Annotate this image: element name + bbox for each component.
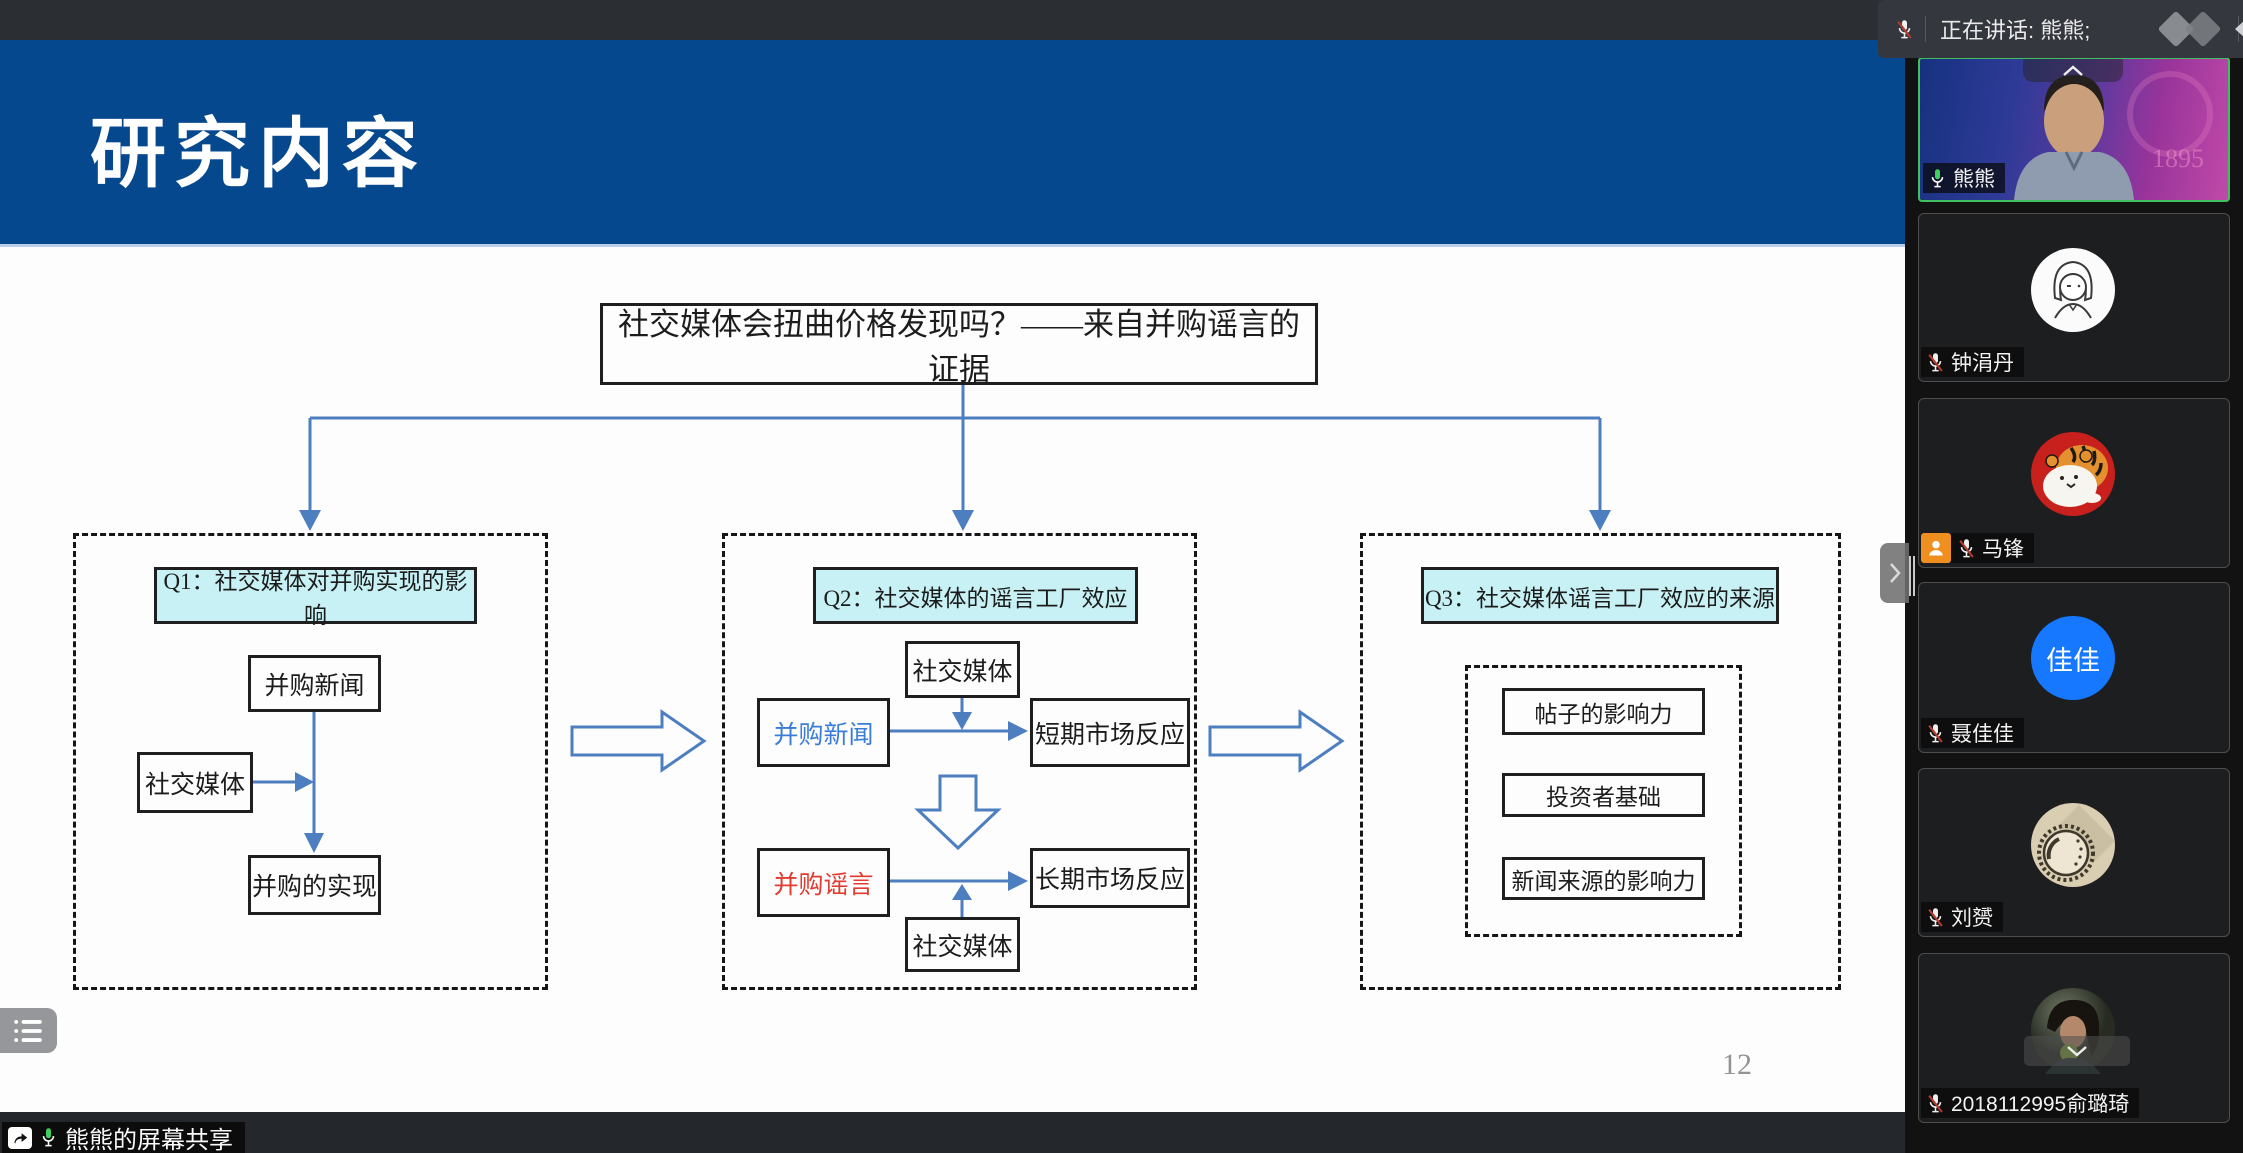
collapse-videos-button[interactable] [2023,59,2123,82]
chevron-up-icon [2063,64,2083,76]
mic-muted-icon [1927,351,1944,374]
participant-name: 马锋 [1982,538,2024,561]
sidebar-scrollbar[interactable] [1909,556,1917,596]
q3-inner-group-box [1465,665,1742,937]
flowchart-main-question-box: 社交媒体会扭曲价格发现吗？——来自并购谣言的证据 [600,303,1318,387]
q1-header-box: Q1：社交媒体对并购实现的影响 [154,567,477,628]
q2-social-top-box: 社交媒体 [905,641,1020,698]
shared-screen-top-strip [0,0,1905,40]
q2-long-term-box: 长期市场反应 [1030,848,1190,908]
participant-tile-niejiajia[interactable]: 佳佳 聂佳佳 [1918,582,2230,753]
mic-muted-icon [1927,1092,1944,1115]
q2-social-bottom-box: 社交媒体 [905,917,1020,972]
speaker-video-frame: 1895 [2014,71,2213,200]
mic-muted-icon [1927,722,1944,745]
q1-social-box: 社交媒体 [137,752,253,813]
profile-badge-icon [1921,533,1951,563]
slide-body: 社交媒体会扭曲价格发现吗？——来自并购谣言的证据 Q1：社交媒体对并购实现的影响… [0,247,1905,1112]
q3-post-influence-box: 帖子的影响力 [1502,688,1705,735]
bottom-bar: 熊熊的屏幕共享 [0,1112,1905,1153]
mic-on-icon [1929,167,1946,190]
participant-tile-mafeng[interactable]: 马锋 [1918,398,2230,568]
participant-tile-yuluqi[interactable]: 2018112995俞璐琦 [1918,953,2230,1123]
participant-name: 钟涓丹 [1951,352,2014,375]
avatar-tiger [2031,432,2115,516]
participant-name-label: 聂佳佳 [1921,718,2024,748]
avatar-initials: 佳佳 [2031,616,2115,700]
participant-name-label: 钟涓丹 [1921,347,2024,377]
participant-tile-zhongjuandan[interactable]: 钟涓丹 [1918,213,2230,382]
participant-name-label: 2018112995俞璐琦 [1921,1088,2140,1118]
q1-news-box: 并购新闻 [248,655,381,712]
participant-name-label: 熊熊 [1923,163,2005,193]
mic-on-icon [40,1126,57,1149]
share-arrow-icon [8,1126,32,1149]
participant-name: 聂佳佳 [1951,723,2014,746]
participants-sidebar: 1895 熊熊 [1905,0,2243,1153]
collapse-sidebar-tab[interactable] [1880,543,1909,603]
mic-muted-icon [1927,906,1944,929]
q3-header-box: Q3：社交媒体谣言工厂效应的来源 [1421,567,1779,624]
slide-header: 研究内容 [0,40,1905,247]
speaking-banner-text: 正在讲话: 熊熊; [1940,18,2091,43]
slide-title: 研究内容 [90,113,426,197]
participant-tile-xiongxiong[interactable]: 1895 熊熊 [1918,57,2230,202]
mic-muted-icon [1958,537,1975,560]
q2-rumor-box: 并购谣言 [757,848,890,917]
screen-share-banner: 熊熊的屏幕共享 [2,1122,245,1153]
q2-header-box: Q2：社交媒体的谣言工厂效应 [813,567,1138,624]
previous-arrow-icon[interactable] [2232,17,2243,41]
q3-source-influence-box: 新闻来源的影响力 [1502,857,1705,900]
slide-page-number: 12 [1722,1048,1752,1081]
q1-group-box [73,533,548,990]
chevron-right-icon [1889,563,1901,583]
avatar-dial-photo [2031,803,2115,887]
q1-outcome-box: 并购的实现 [248,855,381,915]
mic-muted-icon [1896,18,1913,41]
q3-group-box [1360,533,1841,990]
layout-switch-icon[interactable] [2184,10,2222,48]
q2-short-term-box: 短期市场反应 [1030,698,1190,767]
q2-news-box: 并购新闻 [757,698,890,767]
avatar-line-art-girl [2031,248,2115,332]
participant-name: 刘赟 [1951,907,1993,930]
participant-name-label: 刘赟 [1921,902,2003,932]
scroll-participants-down-button[interactable] [2024,1036,2130,1066]
avatar-text: 佳佳 [2046,645,2100,676]
video-watermark-text: 1895 [2152,144,2204,173]
divider [1925,16,1926,42]
speaking-banner: 正在讲话: 熊熊; [1878,0,2243,58]
participant-name-label: 马锋 [1921,533,2034,563]
list-icon [13,1019,42,1042]
chevron-down-icon [2067,1046,2087,1057]
q3-investor-base-box: 投资者基础 [1502,773,1705,817]
participant-name: 熊熊 [1953,168,1995,191]
screen-share-banner-text: 熊熊的屏幕共享 [65,1127,233,1153]
participant-name: 2018112995俞璐琦 [1951,1093,2130,1116]
participant-tile-liuyun[interactable]: 刘赟 [1918,768,2230,937]
annotation-tools-tab[interactable] [0,1008,57,1053]
q2-group-box [722,533,1197,990]
